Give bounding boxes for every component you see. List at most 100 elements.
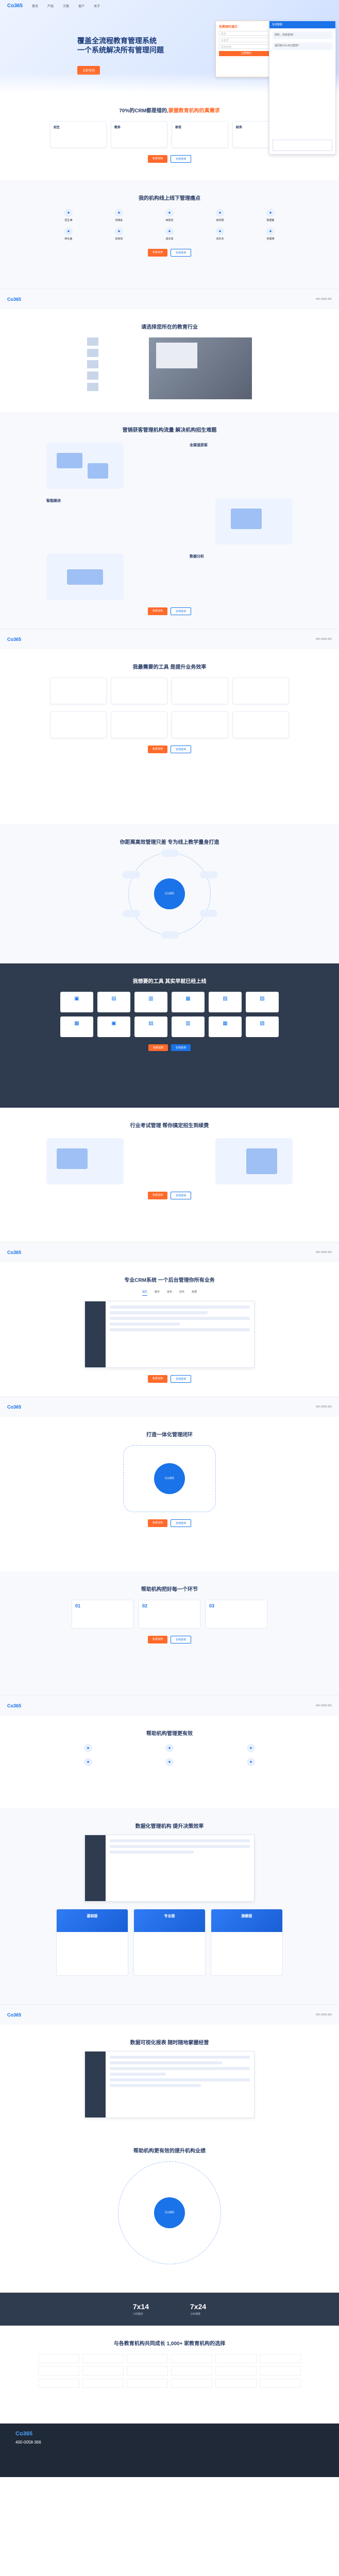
consult-button[interactable]: 在线咨询 [171,607,192,615]
data-section: 数据化管理机构 提升决策效率 基础版 专业版 旗舰版 [0,1808,339,2004]
nav-item[interactable]: 方案 [63,5,70,8]
trial-button[interactable]: 免费试用 [147,249,167,257]
tab-finance[interactable]: 财务 [179,1291,185,1294]
pain-item: ●成本高 [146,227,193,242]
contact-phone[interactable]: 400-0058-366 [315,2013,332,2016]
app-sidebar [85,1835,106,1901]
contact-phone[interactable]: 400-0058-366 [315,1704,332,1707]
trial-button[interactable]: 免费试用 [147,607,167,615]
section-title: 行业考试管理 帮你搞定招生到续费 [130,1123,209,1129]
section-title: 打造一体化管理闭环 [146,1432,193,1438]
chat-input[interactable] [273,140,332,151]
submit-button[interactable]: 立即预约 [219,51,274,56]
consult-button[interactable]: 在线咨询 [171,1519,192,1527]
pain-item: ●家校弱 [197,209,243,223]
tool-card[interactable] [232,711,289,738]
module-tile[interactable]: ▧ [246,1016,279,1037]
tool-card[interactable] [172,677,228,704]
tool-card[interactable] [172,711,228,738]
tab-data[interactable]: 数据 [192,1291,197,1294]
card-title: 财务 [236,126,243,129]
footer-logo[interactable]: Co365 [15,2431,33,2437]
tool-card[interactable] [232,677,289,704]
industry-item[interactable] [87,337,144,346]
item-title: 数据散 [266,219,275,222]
step-number: 03 [209,1603,215,1608]
item-icon: ● [64,209,73,217]
tools-section: 我最需要的工具 是提升业务效率 免费试用 在线咨询 [0,649,339,824]
nav-item[interactable]: 产品 [47,5,54,8]
tool-card[interactable] [50,711,107,738]
feature-card[interactable]: 家校 [172,121,228,148]
trial-button[interactable]: 免费试用 [148,1044,168,1051]
plan-card[interactable]: 基础版 [56,1909,128,1976]
module-tile[interactable]: ▤ [134,1016,167,1037]
plan-features [211,1932,282,1938]
footer-phone[interactable]: 400-0058-366 [15,2440,41,2445]
tab-home-school[interactable]: 家校 [166,1291,172,1294]
section-title: 我最需要的工具 是提升业务效率 [132,665,207,670]
module-tile[interactable]: ▥ [134,992,167,1012]
contact-phone[interactable]: 400-0058-366 [315,1405,332,1409]
consult-button[interactable]: 在线咨询 [171,1192,192,1199]
trial-button[interactable]: 免费试用 [147,1192,167,1199]
benefit-item: ● [49,1758,127,1768]
industry-item[interactable] [87,349,144,357]
module-tile[interactable]: ▧ [209,992,242,1012]
module-tile[interactable]: ▨ [246,992,279,1012]
consult-button[interactable]: 在线咨询 [171,249,192,257]
plan-card[interactable]: 专业版 [133,1909,206,1976]
trial-button[interactable]: 免费试用 [147,745,167,753]
consult-button[interactable]: 在线咨询 [171,1636,192,1643]
industry-item[interactable] [87,383,144,391]
nav-item[interactable]: 客户 [78,5,85,8]
module-tile[interactable]: ▦ [172,992,205,1012]
module-tile[interactable]: ▥ [172,1016,205,1037]
client-logo [215,2354,257,2363]
crm-section: 专业CRM系统 一个后台管理你所有业务 招生 教务 家校 财务 数据 免费试用 … [0,1262,339,1396]
org-field[interactable]: 机构名称 [219,44,274,49]
item-icon: ● [266,209,275,217]
exam-section: 行业考试管理 帮你搞定招生到续费 免费试用 在线咨询 [0,1108,339,1242]
tool-card[interactable] [111,711,167,738]
industry-item[interactable] [87,371,144,380]
consult-button[interactable]: 在线咨询 [171,1375,192,1383]
module-icon: ▥ [148,996,154,1002]
benefit-item: ● [131,1758,208,1768]
name-field[interactable]: 姓名 [219,31,274,36]
tab-recruit[interactable]: 招生 [142,1289,147,1296]
consult-button[interactable]: 在线咨询 [171,1044,191,1051]
trial-button[interactable]: 免费试用 [147,1636,167,1643]
phone-field[interactable]: 手机号 [219,38,274,42]
trial-button[interactable]: 免费试用 [147,1519,167,1527]
tab-academic[interactable]: 教务 [154,1291,160,1294]
module-tile[interactable]: ▤ [97,992,130,1012]
consult-button[interactable]: 在线咨询 [171,155,192,163]
contact-phone[interactable]: 400-0058-366 [315,1250,332,1254]
industry-item[interactable] [87,360,144,368]
consult-button[interactable]: 在线咨询 [171,745,192,753]
trial-button[interactable]: 免费试用 [147,155,167,163]
site-logo[interactable]: Co365 [7,3,23,9]
module-icon: ▦ [223,1021,228,1026]
contact-phone[interactable]: 400-0058-366 [315,297,332,301]
illustration [215,498,293,545]
feature-card[interactable]: 招生 [50,121,107,148]
trial-button[interactable]: 免费试用 [147,1375,167,1383]
tool-card[interactable] [111,677,167,704]
card-title: 招生 [54,126,60,129]
nav-item[interactable]: 关于 [94,5,100,8]
module-tile[interactable]: ▩ [60,1016,93,1037]
section-title: 帮助机构管理更有效 [146,1731,193,1737]
nav-item[interactable]: 首页 [32,5,39,8]
feature-card[interactable]: 教务 [111,121,167,148]
module-tile[interactable]: ▦ [209,1016,242,1037]
module-tile[interactable]: ▣ [97,1016,130,1037]
module-tile[interactable]: ▣ [60,992,93,1012]
ring-node [161,931,179,939]
tool-card[interactable] [50,677,107,704]
contact-phone[interactable]: 400-0058-366 [315,637,332,641]
plan-card[interactable]: 旗舰版 [211,1909,283,1976]
